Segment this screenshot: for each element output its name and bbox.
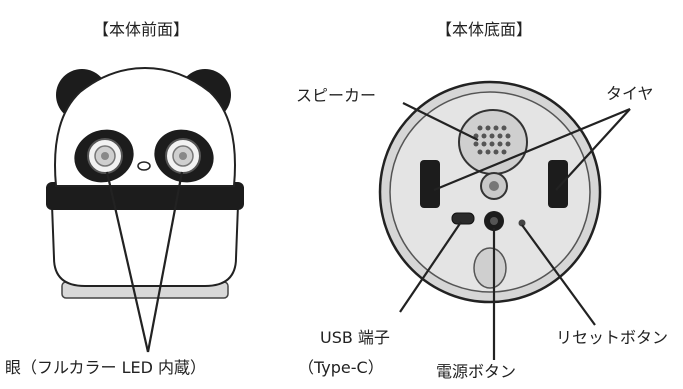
tire-label: タイヤ [606,84,654,103]
robot-nose [137,161,151,171]
bottom-view-title: 【本体底面】 [436,20,533,39]
reset-leader-line [521,224,596,326]
reset-label: リセットボタン [556,328,669,347]
left-tire [420,160,440,208]
front-view-title: 【本体前面】 [93,20,190,39]
speaker-leader-line [402,102,479,141]
usb-leader-line [399,221,462,313]
usb-label-line1: USB 端子 [320,328,390,347]
robot-bottom-illustration [378,80,631,360]
eye-leader-line-right [146,171,184,353]
usb-port [451,212,475,225]
speaker-label: スピーカー [296,86,377,105]
robot-black-band [46,182,244,210]
usb-label-line2: （Type-C） [298,358,384,377]
tire-leader-line-right [555,108,631,191]
robot-lower-body [50,204,240,287]
reset-button [518,219,526,227]
robot-front-illustration [46,66,244,353]
right-tire [548,160,568,208]
power-label: 電源ボタン [436,362,517,381]
tire-leader-line-left [433,107,631,192]
eye-leader-line-left [105,171,150,353]
eye-label: 眼（フルカラー LED 内蔵） [5,358,207,377]
